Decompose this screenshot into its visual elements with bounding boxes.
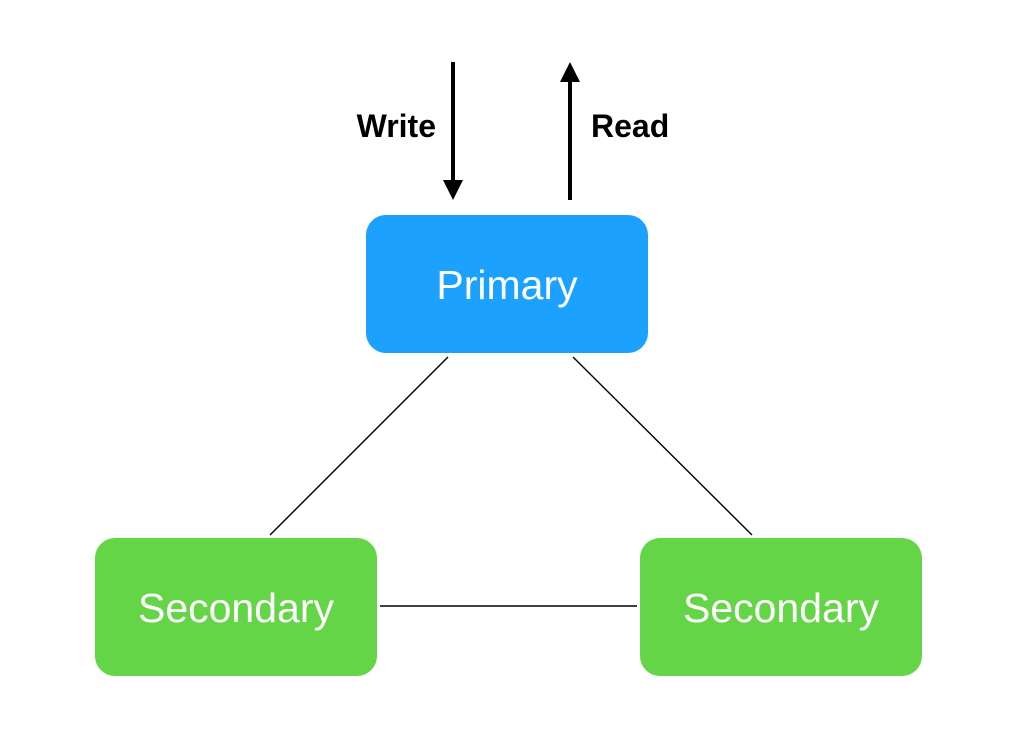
read-label: Read	[591, 108, 669, 144]
write-arrow	[443, 62, 463, 200]
secondary-right-node-box	[640, 538, 922, 676]
secondary-right-node-label: Secondary	[683, 585, 880, 631]
read-arrow	[560, 62, 580, 200]
primary-node-box	[366, 215, 648, 353]
secondary-right-node: Secondary	[640, 538, 922, 676]
read-arrow-head-icon	[560, 62, 580, 82]
primary-node-label: Primary	[436, 262, 578, 308]
write-label: Write	[357, 108, 436, 144]
secondary-left-node-box	[95, 538, 377, 676]
secondary-left-node: Secondary	[95, 538, 377, 676]
connector-primary-secondary-right	[572, 356, 753, 536]
connector-primary-secondary-left	[269, 356, 449, 536]
primary-node: Primary	[366, 215, 648, 353]
write-arrow-head-icon	[443, 180, 463, 200]
secondary-left-node-label: Secondary	[138, 585, 335, 631]
